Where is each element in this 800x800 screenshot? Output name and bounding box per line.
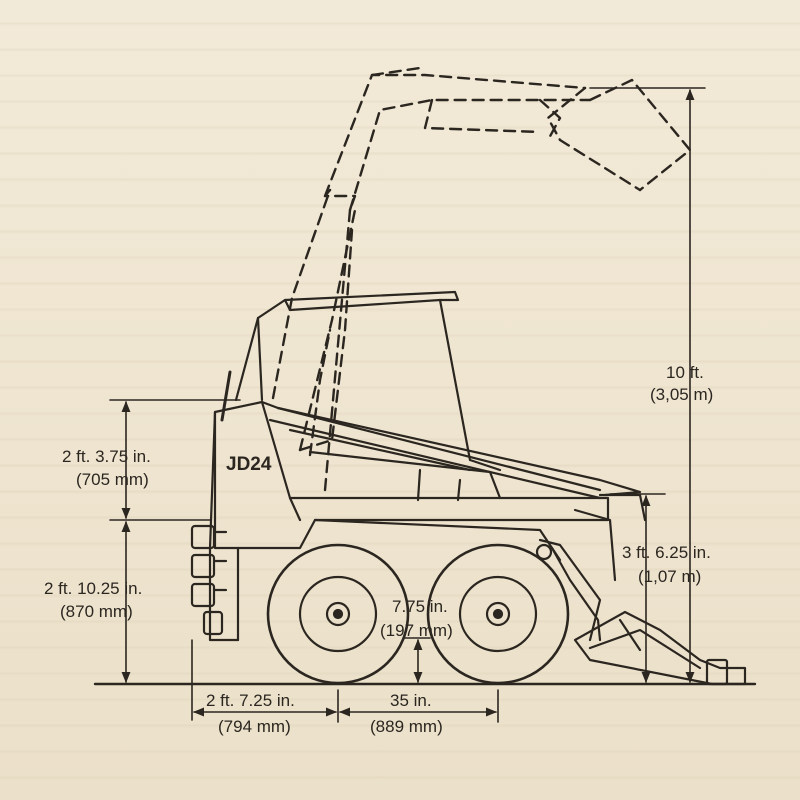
lower-height-metric: (870 mm) (60, 602, 133, 621)
model-label: JD24 (226, 454, 272, 475)
lift-height-metric: (3,05 m) (650, 385, 713, 404)
dump-height-label: 3 ft. 6.25 in. (622, 543, 711, 562)
ground-clearance-label: 7.75 in. (392, 597, 448, 616)
rear-lights (190, 524, 228, 636)
operator-cab (220, 290, 502, 472)
rear-wheel (266, 543, 410, 685)
wheelbase-metric: (889 mm) (370, 717, 443, 736)
lower-height-label: 2 ft. 10.25 in. (44, 579, 142, 598)
raised-boom-outline (271, 66, 692, 492)
upper-height-metric: (705 mm) (76, 470, 149, 489)
lift-height-label: 10 ft. (666, 363, 704, 382)
rear-overhang-metric: (794 mm) (218, 717, 291, 736)
dump-height-metric: (1,07 m) (638, 567, 701, 586)
rear-overhang-label: 2 ft. 7.25 in. (206, 691, 295, 710)
wheelbase-label: 35 in. (390, 691, 432, 710)
bucket (573, 610, 747, 686)
upper-height-label: 2 ft. 3.75 in. (62, 447, 151, 466)
front-wheel (426, 543, 570, 685)
ground-clearance-metric: (197 mm) (380, 621, 453, 640)
